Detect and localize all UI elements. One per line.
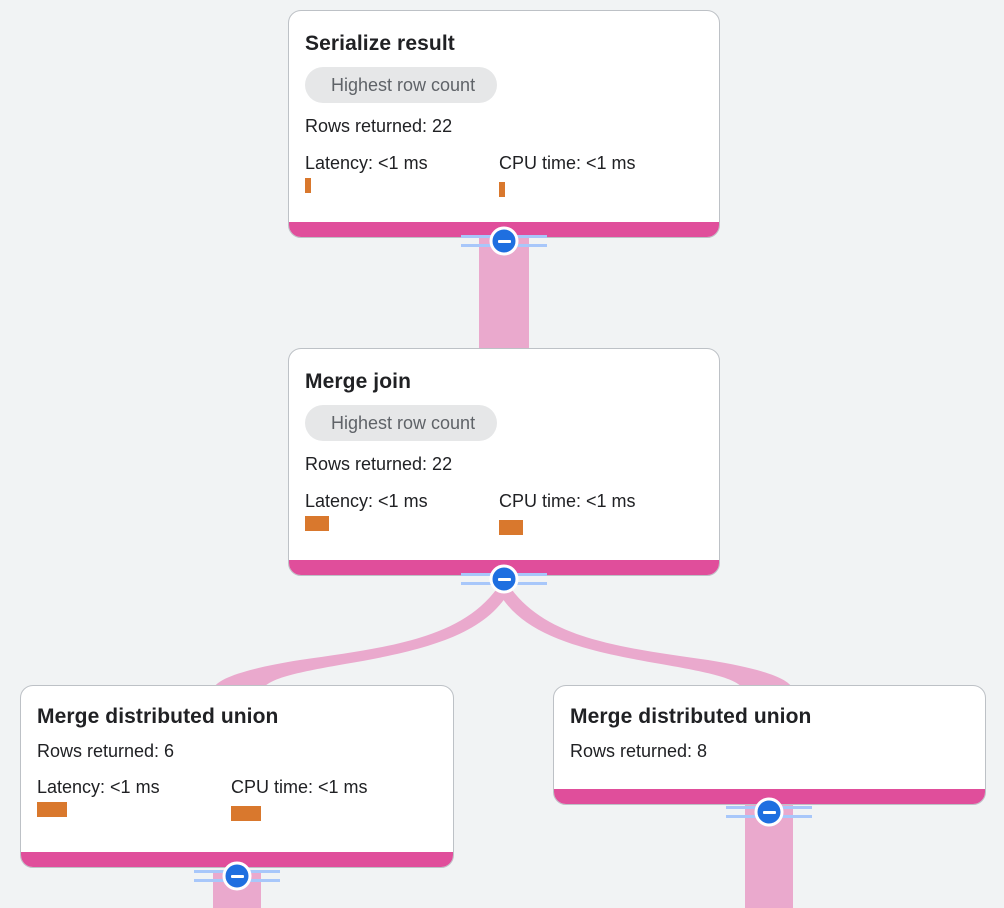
- toggle-rail-left-top: [461, 235, 491, 238]
- node-rows-returned: Rows returned: 6: [37, 741, 175, 761]
- metric-latency-label: Latency: <1 ms: [305, 153, 428, 173]
- metric-latency-bar: [305, 178, 311, 193]
- toggle-rail-right-top: [250, 870, 280, 873]
- node-metrics: Latency: <1 ms CPU time: <1 ms: [37, 776, 437, 828]
- toggle-rail-right-bottom: [517, 582, 547, 585]
- node-title: Merge distributed union: [37, 705, 279, 728]
- toggle-rail-right-top: [517, 573, 547, 576]
- node-merge-distributed-union-left[interactable]: Merge distributed union Rows returned: 6…: [20, 685, 454, 868]
- metric-latency-bar: [305, 516, 329, 531]
- minus-icon[interactable]: [489, 226, 519, 256]
- node-body: Merge distributed union Rows returned: 8: [554, 686, 985, 762]
- toggle-rail-left-bottom: [194, 879, 224, 882]
- node-rows-returned: Rows returned: 22: [305, 454, 453, 474]
- toggle-rail-left-top: [461, 573, 491, 576]
- metric-latency: Latency: <1 ms: [37, 776, 160, 817]
- node-body: Serialize result Highest row count Rows …: [289, 11, 719, 204]
- toggle-serialize-result[interactable]: [461, 226, 547, 256]
- toggle-rail-right-bottom: [517, 244, 547, 247]
- metric-cpu-time-bar: [499, 182, 505, 197]
- toggle-rail-left-bottom: [461, 582, 491, 585]
- minus-icon[interactable]: [754, 797, 784, 827]
- metric-latency-label: Latency: <1 ms: [37, 777, 160, 797]
- node-rows-returned: Rows returned: 22: [305, 116, 453, 136]
- toggle-rail-left-top: [726, 806, 756, 809]
- metric-cpu-time: CPU time: <1 ms: [231, 776, 368, 821]
- node-title: Merge distributed union: [570, 705, 812, 728]
- metric-latency: Latency: <1 ms: [305, 490, 428, 531]
- toggle-rails: [461, 566, 547, 592]
- node-title: Merge join: [305, 370, 412, 393]
- node-rows-returned: Rows returned: 8: [570, 741, 708, 761]
- node-merge-distributed-union-right[interactable]: Merge distributed union Rows returned: 8: [553, 685, 986, 805]
- node-body: Merge join Highest row count Rows return…: [289, 349, 719, 542]
- metric-cpu-time-bar: [499, 520, 523, 535]
- toggle-rail-left-bottom: [726, 815, 756, 818]
- metric-cpu-time-label: CPU time: <1 ms: [499, 491, 636, 511]
- toggle-rail-right-top: [517, 235, 547, 238]
- node-title: Serialize result: [305, 32, 455, 55]
- toggle-merge-join[interactable]: [461, 564, 547, 594]
- node-accent-bar: [21, 852, 453, 867]
- metric-cpu-time-label: CPU time: <1 ms: [499, 153, 636, 173]
- metric-cpu-time-bar: [231, 806, 261, 821]
- node-badge-highest-row-count: Highest row count: [305, 405, 498, 441]
- node-serialize-result[interactable]: Serialize result Highest row count Rows …: [288, 10, 720, 238]
- edge-merge-join-to-left-child: [213, 578, 516, 690]
- node-body: Merge distributed union Rows returned: 6…: [21, 686, 453, 828]
- toggle-rail-right-bottom: [782, 815, 812, 818]
- toggle-rail-right-top: [782, 806, 812, 809]
- node-metrics: Latency: <1 ms CPU time: <1 ms: [305, 152, 703, 204]
- metric-latency-bar: [37, 802, 67, 817]
- metric-latency: Latency: <1 ms: [305, 152, 428, 193]
- toggle-rails: [726, 799, 812, 825]
- node-accent-bar: [554, 789, 985, 804]
- toggle-rails: [194, 863, 280, 889]
- minus-icon[interactable]: [489, 564, 519, 594]
- node-metrics: Latency: <1 ms CPU time: <1 ms: [305, 490, 703, 542]
- node-merge-join[interactable]: Merge join Highest row count Rows return…: [288, 348, 720, 576]
- metric-cpu-time: CPU time: <1 ms: [499, 152, 636, 197]
- toggle-rail-right-bottom: [250, 879, 280, 882]
- toggle-merge-distributed-union-right[interactable]: [726, 797, 812, 827]
- toggle-rails: [461, 228, 547, 254]
- metric-latency-label: Latency: <1 ms: [305, 491, 428, 511]
- edge-merge-join-to-right-child: [492, 578, 793, 690]
- toggle-merge-distributed-union-left[interactable]: [194, 861, 280, 891]
- minus-icon[interactable]: [222, 861, 252, 891]
- edge-serialize-to-merge-join: [479, 238, 529, 350]
- metric-cpu-time-label: CPU time: <1 ms: [231, 777, 368, 797]
- node-badge-highest-row-count: Highest row count: [305, 67, 498, 103]
- metric-cpu-time: CPU time: <1 ms: [499, 490, 636, 535]
- toggle-rail-left-bottom: [461, 244, 491, 247]
- toggle-rail-left-top: [194, 870, 224, 873]
